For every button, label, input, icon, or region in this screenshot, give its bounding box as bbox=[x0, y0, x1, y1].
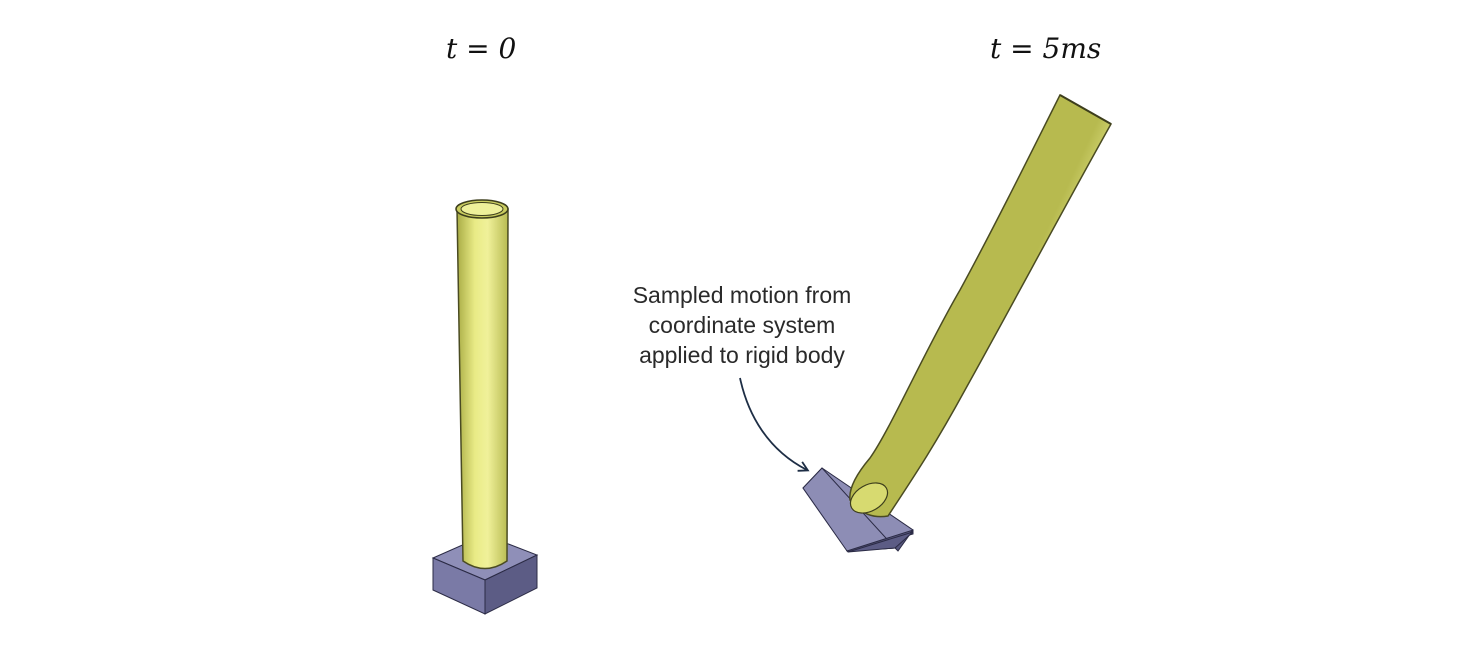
annotation-text: Sampled motion from coordinate system ap… bbox=[600, 280, 884, 370]
tube-body bbox=[849, 93, 1113, 518]
time-label-later: t = 5ms bbox=[990, 32, 1102, 65]
annotation-arrow bbox=[739, 377, 810, 472]
time-label-initial: t = 0 bbox=[446, 32, 517, 65]
block-face-lower bbox=[847, 531, 914, 553]
annotation-line: applied to rigid body bbox=[639, 342, 845, 368]
tube-initial bbox=[455, 199, 509, 570]
block-right-face bbox=[484, 554, 538, 615]
tube-body bbox=[456, 208, 509, 570]
tube-moved bbox=[849, 93, 1113, 518]
annotation-line: coordinate system bbox=[648, 312, 836, 338]
tube-end-cap bbox=[1059, 94, 1112, 125]
block-bottom-face bbox=[846, 529, 914, 553]
annotation-line: Sampled motion from bbox=[632, 282, 852, 308]
tube-top-opening bbox=[460, 202, 504, 216]
tube-base-contact bbox=[849, 482, 889, 514]
